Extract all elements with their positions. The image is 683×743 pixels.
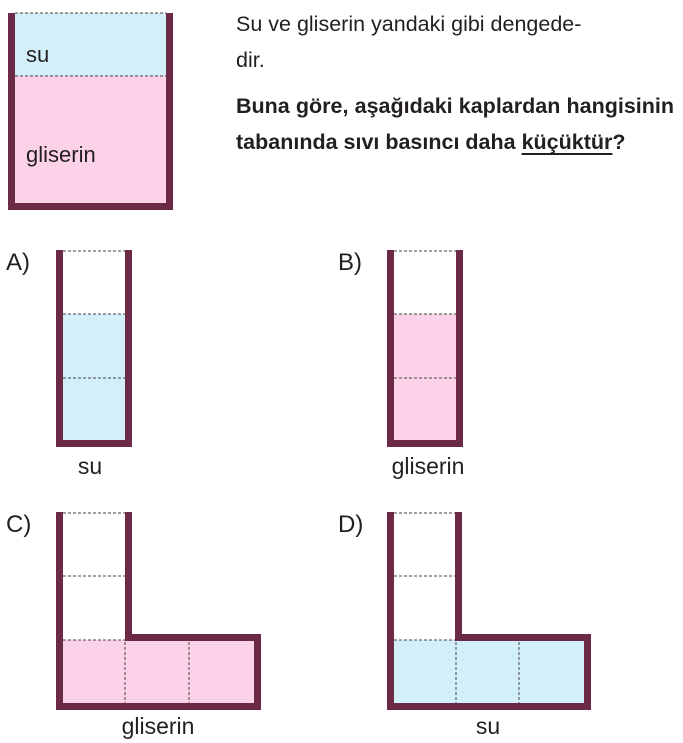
- question-text: Su ve gliserin yandaki gibi dengede-dir.…: [236, 6, 674, 160]
- option-c-letter[interactable]: C): [6, 511, 32, 538]
- option-c-liquid-label: gliserin: [121, 713, 195, 739]
- option-a-container-wall: [56, 250, 132, 447]
- option-d-container-wall: [387, 512, 591, 710]
- option-a-letter[interactable]: A): [6, 249, 30, 276]
- reference-glycerin-label: gliserin: [26, 142, 96, 167]
- option-c-container-wall: [56, 512, 261, 710]
- option-b-glycerin-column: [394, 314, 456, 440]
- option-b-letter[interactable]: B): [338, 249, 362, 276]
- reference-glycerin-layer: [15, 76, 166, 203]
- reference-container-wall: [8, 13, 173, 210]
- reference-water-layer: [15, 13, 166, 76]
- option-d-container: [387, 512, 591, 710]
- question-prompt-underlined: küçüktür: [521, 130, 613, 154]
- question-intro: Su ve gliserin yandaki gibi dengede-dir.: [236, 6, 674, 78]
- question-prompt: Buna göre, aşağıdaki kaplardan hangisini…: [236, 88, 674, 160]
- question-prompt-after: ?: [612, 130, 626, 154]
- option-d-liquid-label: su: [475, 713, 501, 739]
- option-d-letter[interactable]: D): [338, 511, 364, 538]
- option-d-water-layer: [394, 640, 584, 703]
- question-intro-line2: dir.: [236, 48, 265, 72]
- reference-container: [8, 12, 173, 210]
- question-prompt-before: Buna göre, aşağıdaki kaplardan hangisini…: [236, 94, 674, 154]
- option-b-container: [387, 250, 463, 447]
- option-a-container: [56, 250, 132, 447]
- reference-water-label: su: [26, 42, 50, 67]
- question-intro-line1: Su ve gliserin yandaki gibi dengede-: [236, 12, 582, 36]
- option-a-liquid-label: su: [77, 453, 103, 479]
- option-b-liquid-label: gliserin: [391, 453, 465, 479]
- option-b-container-wall: [387, 250, 463, 447]
- option-c-container: [56, 512, 261, 710]
- option-a-water-column: [63, 314, 125, 440]
- option-c-glycerin-layer: [63, 640, 254, 703]
